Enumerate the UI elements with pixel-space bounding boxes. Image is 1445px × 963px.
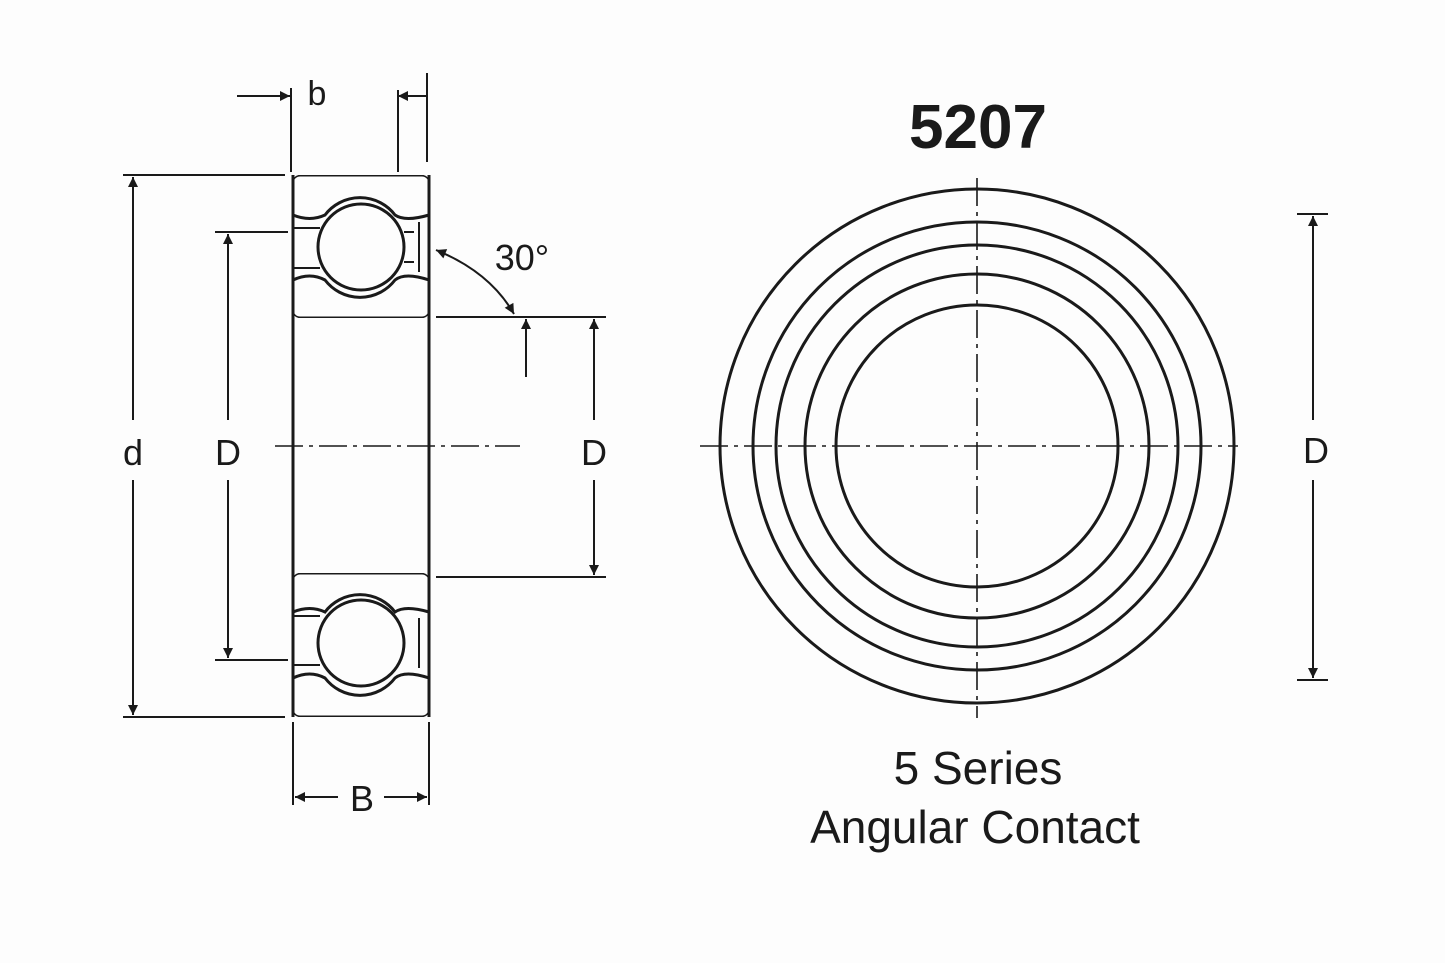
inner-ring-top	[292, 274, 430, 318]
bottom-bearing-section	[292, 573, 430, 717]
label-D-right: D	[1303, 430, 1329, 471]
label-B: B	[350, 778, 374, 819]
outer-ring-top	[292, 175, 430, 220]
outer-circle	[718, 187, 1236, 705]
cross-section	[275, 175, 520, 717]
dimension-D-left: D	[215, 231, 288, 661]
inner-ring-bottom	[292, 573, 430, 615]
part-number-title: 5207	[909, 93, 1047, 162]
angle-arc	[435, 249, 515, 315]
ball-track-circle	[774, 243, 1180, 649]
dimension-b: b	[237, 73, 428, 172]
label-D-inner: D	[581, 432, 607, 473]
dimension-B: B	[292, 722, 430, 819]
outer-ring-inner-circle	[751, 220, 1203, 672]
ball-top	[316, 202, 406, 292]
dimension-D-right: D	[1297, 213, 1329, 681]
inner-ring-outer-circle	[803, 272, 1151, 620]
caption-series: 5 Series	[894, 742, 1063, 794]
caption-type: Angular Contact	[810, 801, 1140, 853]
top-bearing-section	[292, 175, 430, 318]
dimension-D-inner: D	[436, 316, 607, 578]
outer-ring-bottom	[292, 672, 430, 717]
label-b: b	[308, 75, 327, 113]
label-d: d	[123, 432, 143, 473]
front-view	[700, 178, 1238, 718]
label-D-left: D	[215, 432, 241, 473]
bore-circle	[834, 303, 1120, 589]
dimension-d: d	[123, 174, 285, 718]
label-angle: 30°	[495, 237, 549, 278]
contact-angle: 30°	[435, 237, 549, 315]
ball-bottom	[316, 598, 406, 688]
